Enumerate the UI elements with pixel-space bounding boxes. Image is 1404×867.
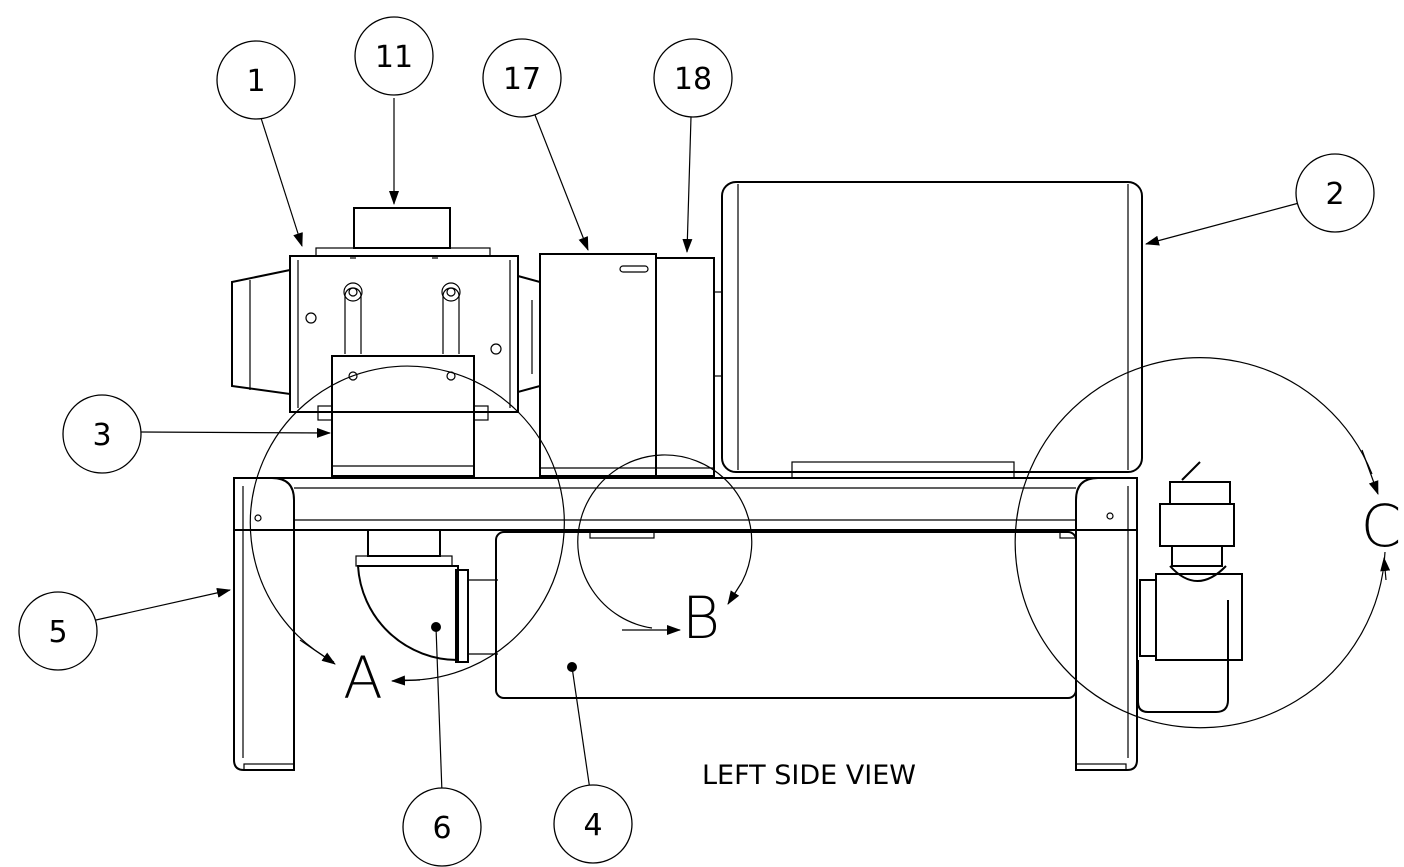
detail-label-a: A [343,644,383,712]
balloon-17: 17 [482,38,562,118]
balloon-2-label: 2 [1325,177,1344,212]
valve-assembly [1137,461,1243,713]
balloon-5: 5 [18,591,98,671]
detail-circle-c [1014,357,1391,729]
control-box-18 [655,257,715,477]
balloon-3-label: 3 [92,418,111,453]
control-box-17 [539,253,657,477]
blower-unit [231,207,541,413]
balloon-11-label: 11 [375,40,413,75]
balloon-4-label: 4 [583,808,602,843]
view-title: LEFT SIDE VIEW [702,760,916,791]
balloon-6: 6 [402,787,482,867]
motor-housing [713,181,1143,479]
balloon-18: 18 [653,38,733,118]
balloon-3: 3 [62,394,142,474]
detail-circle-a [249,365,565,686]
balloon-11: 11 [354,16,434,96]
balloon-6-label: 6 [432,811,451,846]
balloon-1-label: 1 [246,64,265,99]
elbow-pipe [355,529,498,663]
detail-label-b: B [682,584,720,652]
balloon-18-label: 18 [674,62,712,97]
detail-label-c: C [1361,492,1402,560]
balloon-17-label: 17 [503,62,541,97]
tank [495,529,1077,699]
stand-frame [233,477,1138,771]
detail-circle-b [577,454,753,635]
leader-lines [95,98,1300,794]
mount-bracket [317,355,489,477]
balloon-5-label: 5 [48,615,67,650]
balloon-2: 2 [1295,153,1375,233]
balloon-4: 4 [553,784,633,864]
balloon-1: 1 [216,40,296,120]
